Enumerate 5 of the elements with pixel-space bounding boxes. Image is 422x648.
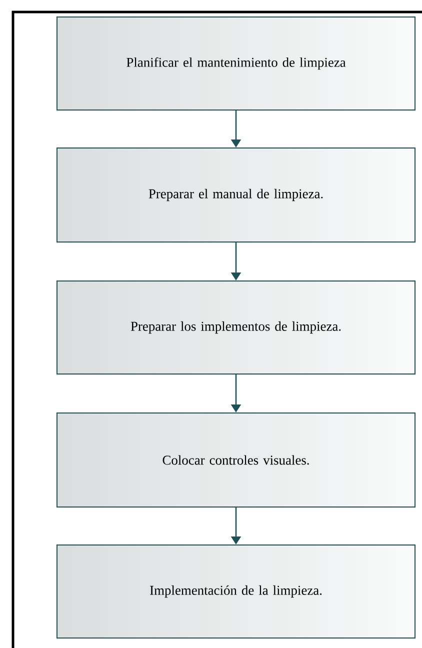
process-box: Preparar el manual de limpieza. xyxy=(56,148,416,242)
process-box: Implementación de la limpieza. xyxy=(56,544,416,638)
process-box: Colocar controles visuales. xyxy=(56,412,416,508)
process-box: Planificar el mantenimiento de limpieza xyxy=(56,16,416,110)
process-box: Preparar los implementos de limpieza. xyxy=(56,280,416,374)
